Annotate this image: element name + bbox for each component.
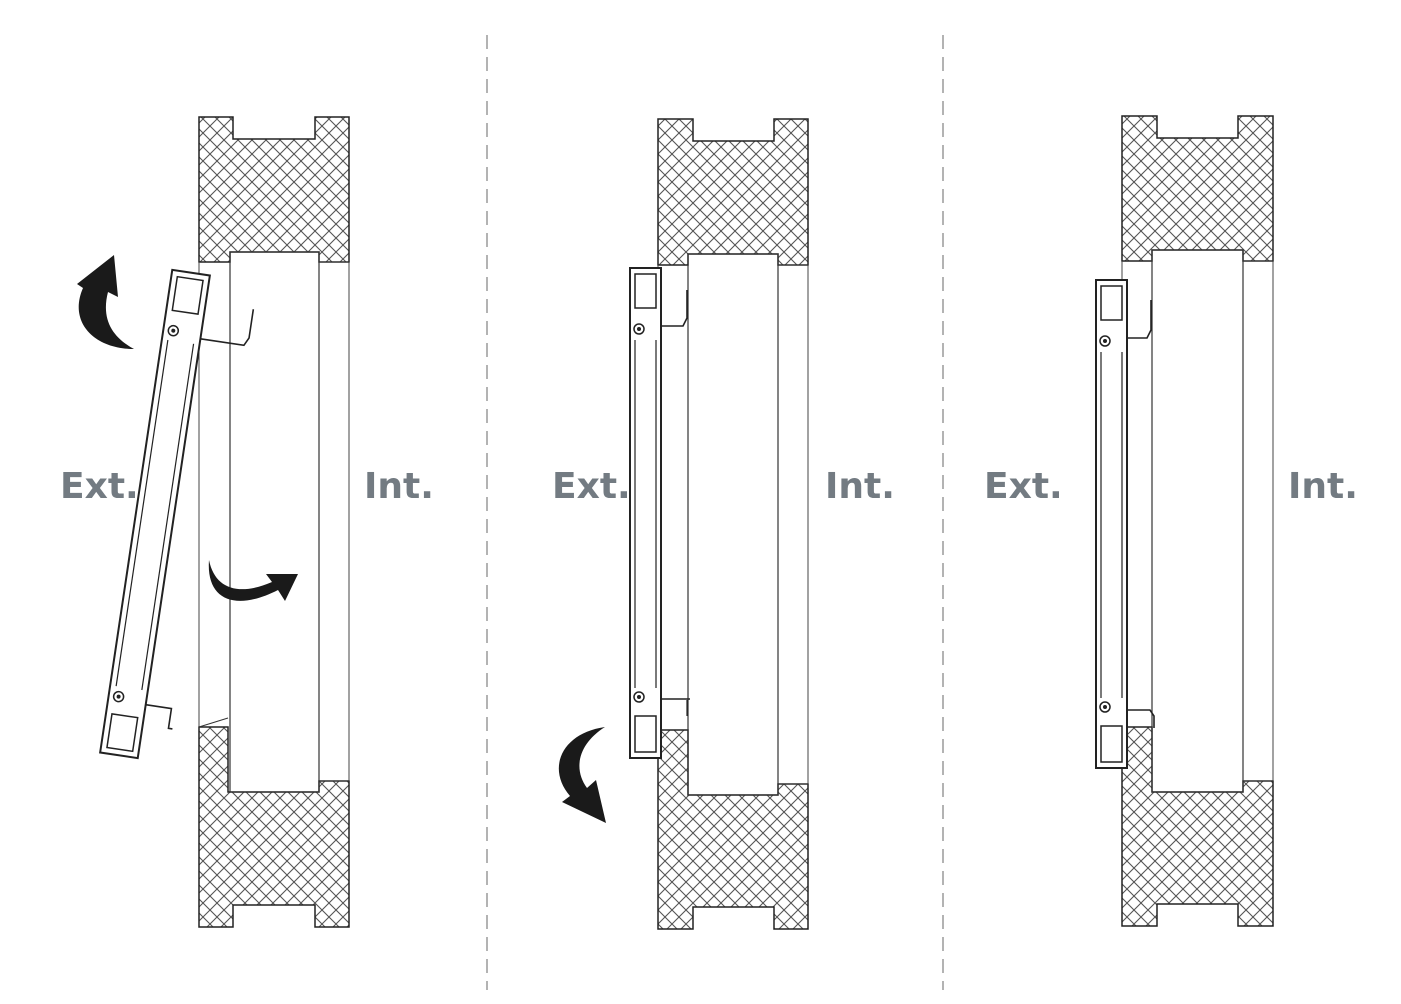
curved-arrow-icon [558, 727, 606, 823]
interior-label: Int. [825, 466, 895, 507]
window-panel [1095, 279, 1155, 769]
panel-1: Ext. Int. [60, 116, 434, 928]
interior-label: Int. [364, 466, 434, 507]
wall-section [657, 118, 809, 930]
exterior-label: Ext. [984, 466, 1063, 507]
window-panel [99, 268, 255, 760]
wall-section [1121, 115, 1274, 927]
curved-arrow-icon [208, 560, 298, 601]
exterior-label: Ext. [552, 466, 631, 507]
window-panel [629, 267, 690, 759]
exterior-label: Ext. [60, 466, 139, 507]
interior-label: Int. [1288, 466, 1358, 507]
panel-3: Ext. Int. [984, 115, 1358, 927]
wall-section [198, 116, 350, 928]
panel-2: Ext. Int. [552, 118, 895, 930]
curved-arrow-icon [77, 255, 134, 349]
